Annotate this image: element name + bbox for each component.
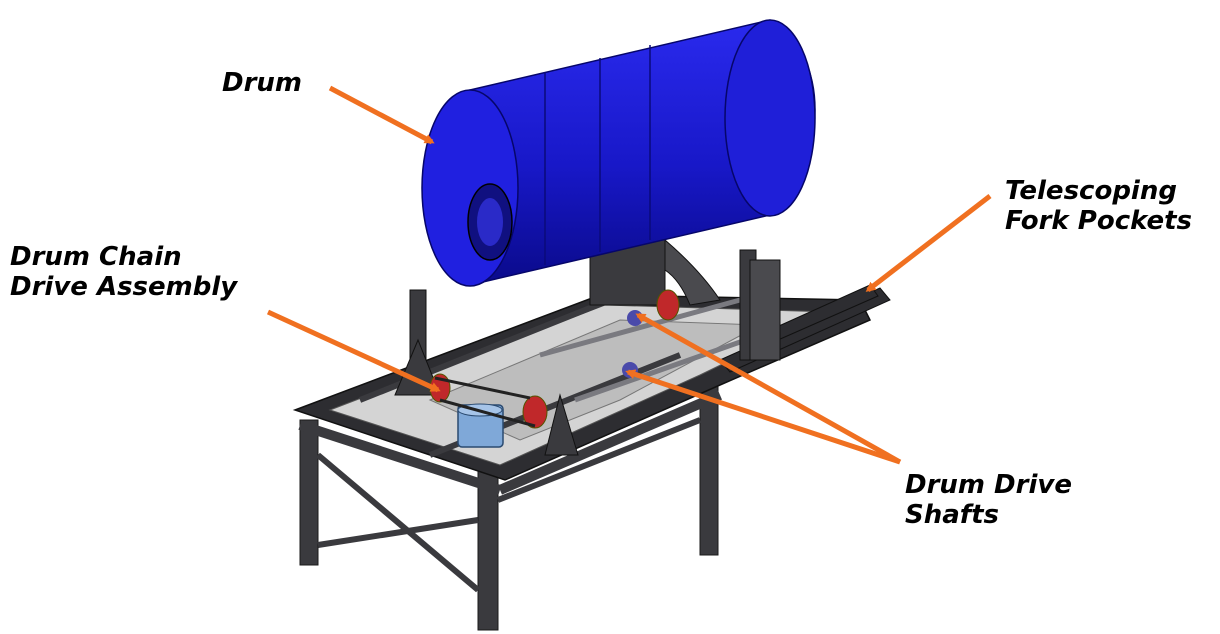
chain-drive-arrow (266, 309, 441, 393)
label-fork-pockets: Telescoping Fork Pockets (1005, 176, 1192, 236)
label-chain-drive-line2: Drive Assembly (10, 272, 238, 302)
label-drive-shafts-line1: Drum Drive (905, 470, 1072, 500)
label-drive-shafts: Drum Drive Shafts (905, 470, 1072, 530)
drive-shaft-arrow-2 (625, 369, 901, 465)
label-drum: Drum (222, 68, 302, 98)
drum (421, 19, 816, 287)
label-fork-pockets-line1: Telescoping (1005, 176, 1177, 206)
frame-top (292, 294, 872, 495)
label-drive-shafts-line2: Shafts (905, 500, 999, 530)
drive-shaft-arrow-1 (635, 312, 902, 465)
fork-pockets-arrow (865, 194, 992, 292)
label-chain-drive-line1: Drum Chain (10, 242, 182, 272)
uprights (394, 238, 781, 456)
label-drum-text: Drum (222, 68, 303, 98)
label-chain-drive: Drum Chain Drive Assembly (10, 242, 237, 302)
drive-shafts (539, 297, 761, 403)
callout-arrows (266, 85, 992, 465)
drum-arrow (328, 85, 435, 145)
label-fork-pockets-line2: Fork Pockets (1005, 206, 1193, 236)
frame-braces (316, 417, 702, 593)
